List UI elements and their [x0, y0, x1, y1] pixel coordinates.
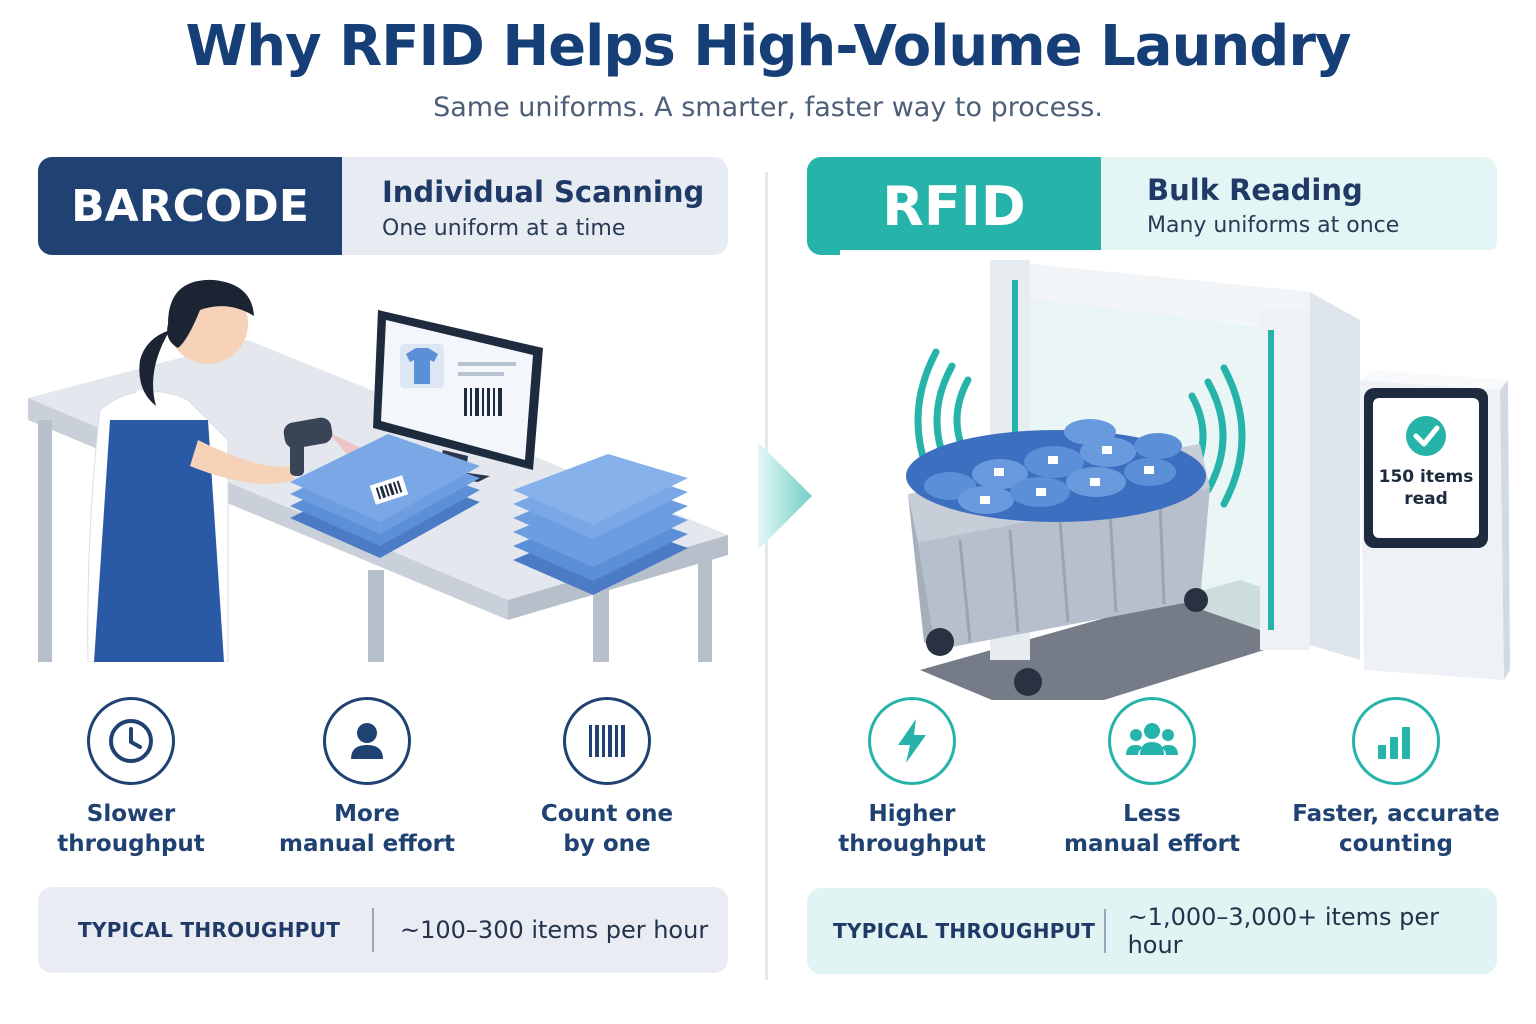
barcode-subheading: One uniform at a time: [382, 216, 626, 241]
shirt-stack: [513, 454, 688, 595]
worker-figure: [87, 279, 333, 662]
feature-label: Less manual effort: [1063, 801, 1240, 857]
feature-label: Count one by one: [540, 801, 674, 857]
rfid-tag: RFID: [807, 157, 1101, 255]
center-divider: [765, 172, 768, 980]
rfid-reader-kiosk: [1360, 370, 1510, 680]
group-icon: [1108, 697, 1196, 785]
throughput-label: TYPICAL THROUGHPUT: [78, 918, 341, 942]
barcode-icon: [563, 697, 651, 785]
barcode-throughput-bar: TYPICAL THROUGHPUT ~100–300 items per ho…: [38, 887, 728, 973]
rfid-tunnel-illustration: [840, 250, 1520, 700]
feature-label: Slower throughput: [57, 801, 205, 857]
feature-higher-throughput: Higher throughput: [792, 697, 1032, 859]
rfid-throughput-bar: TYPICAL THROUGHPUT ~1,000–3,000+ items p…: [807, 888, 1497, 974]
feature-label: Higher throughput: [838, 801, 986, 857]
barcode-header: BARCODE Individual Scanning One uniform …: [38, 157, 728, 255]
shirt-stack-scanned: [290, 434, 480, 558]
feature-label: Faster, accurate counting: [1292, 801, 1500, 857]
bar-chart-icon: [1352, 697, 1440, 785]
page-subtitle: Same uniforms. A smarter, faster way to …: [433, 92, 1103, 123]
barcode-heading: Individual Scanning: [382, 175, 705, 209]
feature-more-manual-effort: More manual effort: [247, 697, 487, 859]
throughput-label: TYPICAL THROUGHPUT: [833, 919, 1096, 943]
throughput-separator: [372, 908, 374, 952]
throughput-value: ~1,000–3,000+ items per hour: [1127, 903, 1440, 959]
feature-faster-accurate-counting: Faster, accurate counting: [1266, 697, 1526, 859]
bundled-uniforms: [906, 419, 1206, 522]
lightning-icon: [868, 697, 956, 785]
throughput-value: ~100–300 items per hour: [400, 916, 709, 944]
feature-count-one-by-one: Count one by one: [487, 697, 727, 859]
rfid-subheading: Many uniforms at once: [1147, 213, 1400, 238]
rfid-header: RFID Bulk Reading Many uniforms at once: [807, 157, 1497, 255]
barcode-tag: BARCODE: [38, 157, 342, 255]
clock-icon: [87, 697, 175, 785]
throughput-separator: [1103, 909, 1106, 953]
feature-less-manual-effort: Less manual effort: [1032, 697, 1272, 859]
feature-slower-throughput: Slower throughput: [11, 697, 251, 859]
barcode-scanning-illustration: [28, 270, 728, 662]
person-icon: [323, 697, 411, 785]
reader-display-text: 150 items read: [1378, 467, 1474, 509]
transition-arrow-icon: [758, 442, 812, 550]
feature-label: More manual effort: [278, 801, 455, 857]
rfid-heading: Bulk Reading: [1147, 173, 1363, 207]
page-title: Why RFID Helps High-Volume Laundry: [185, 14, 1351, 79]
